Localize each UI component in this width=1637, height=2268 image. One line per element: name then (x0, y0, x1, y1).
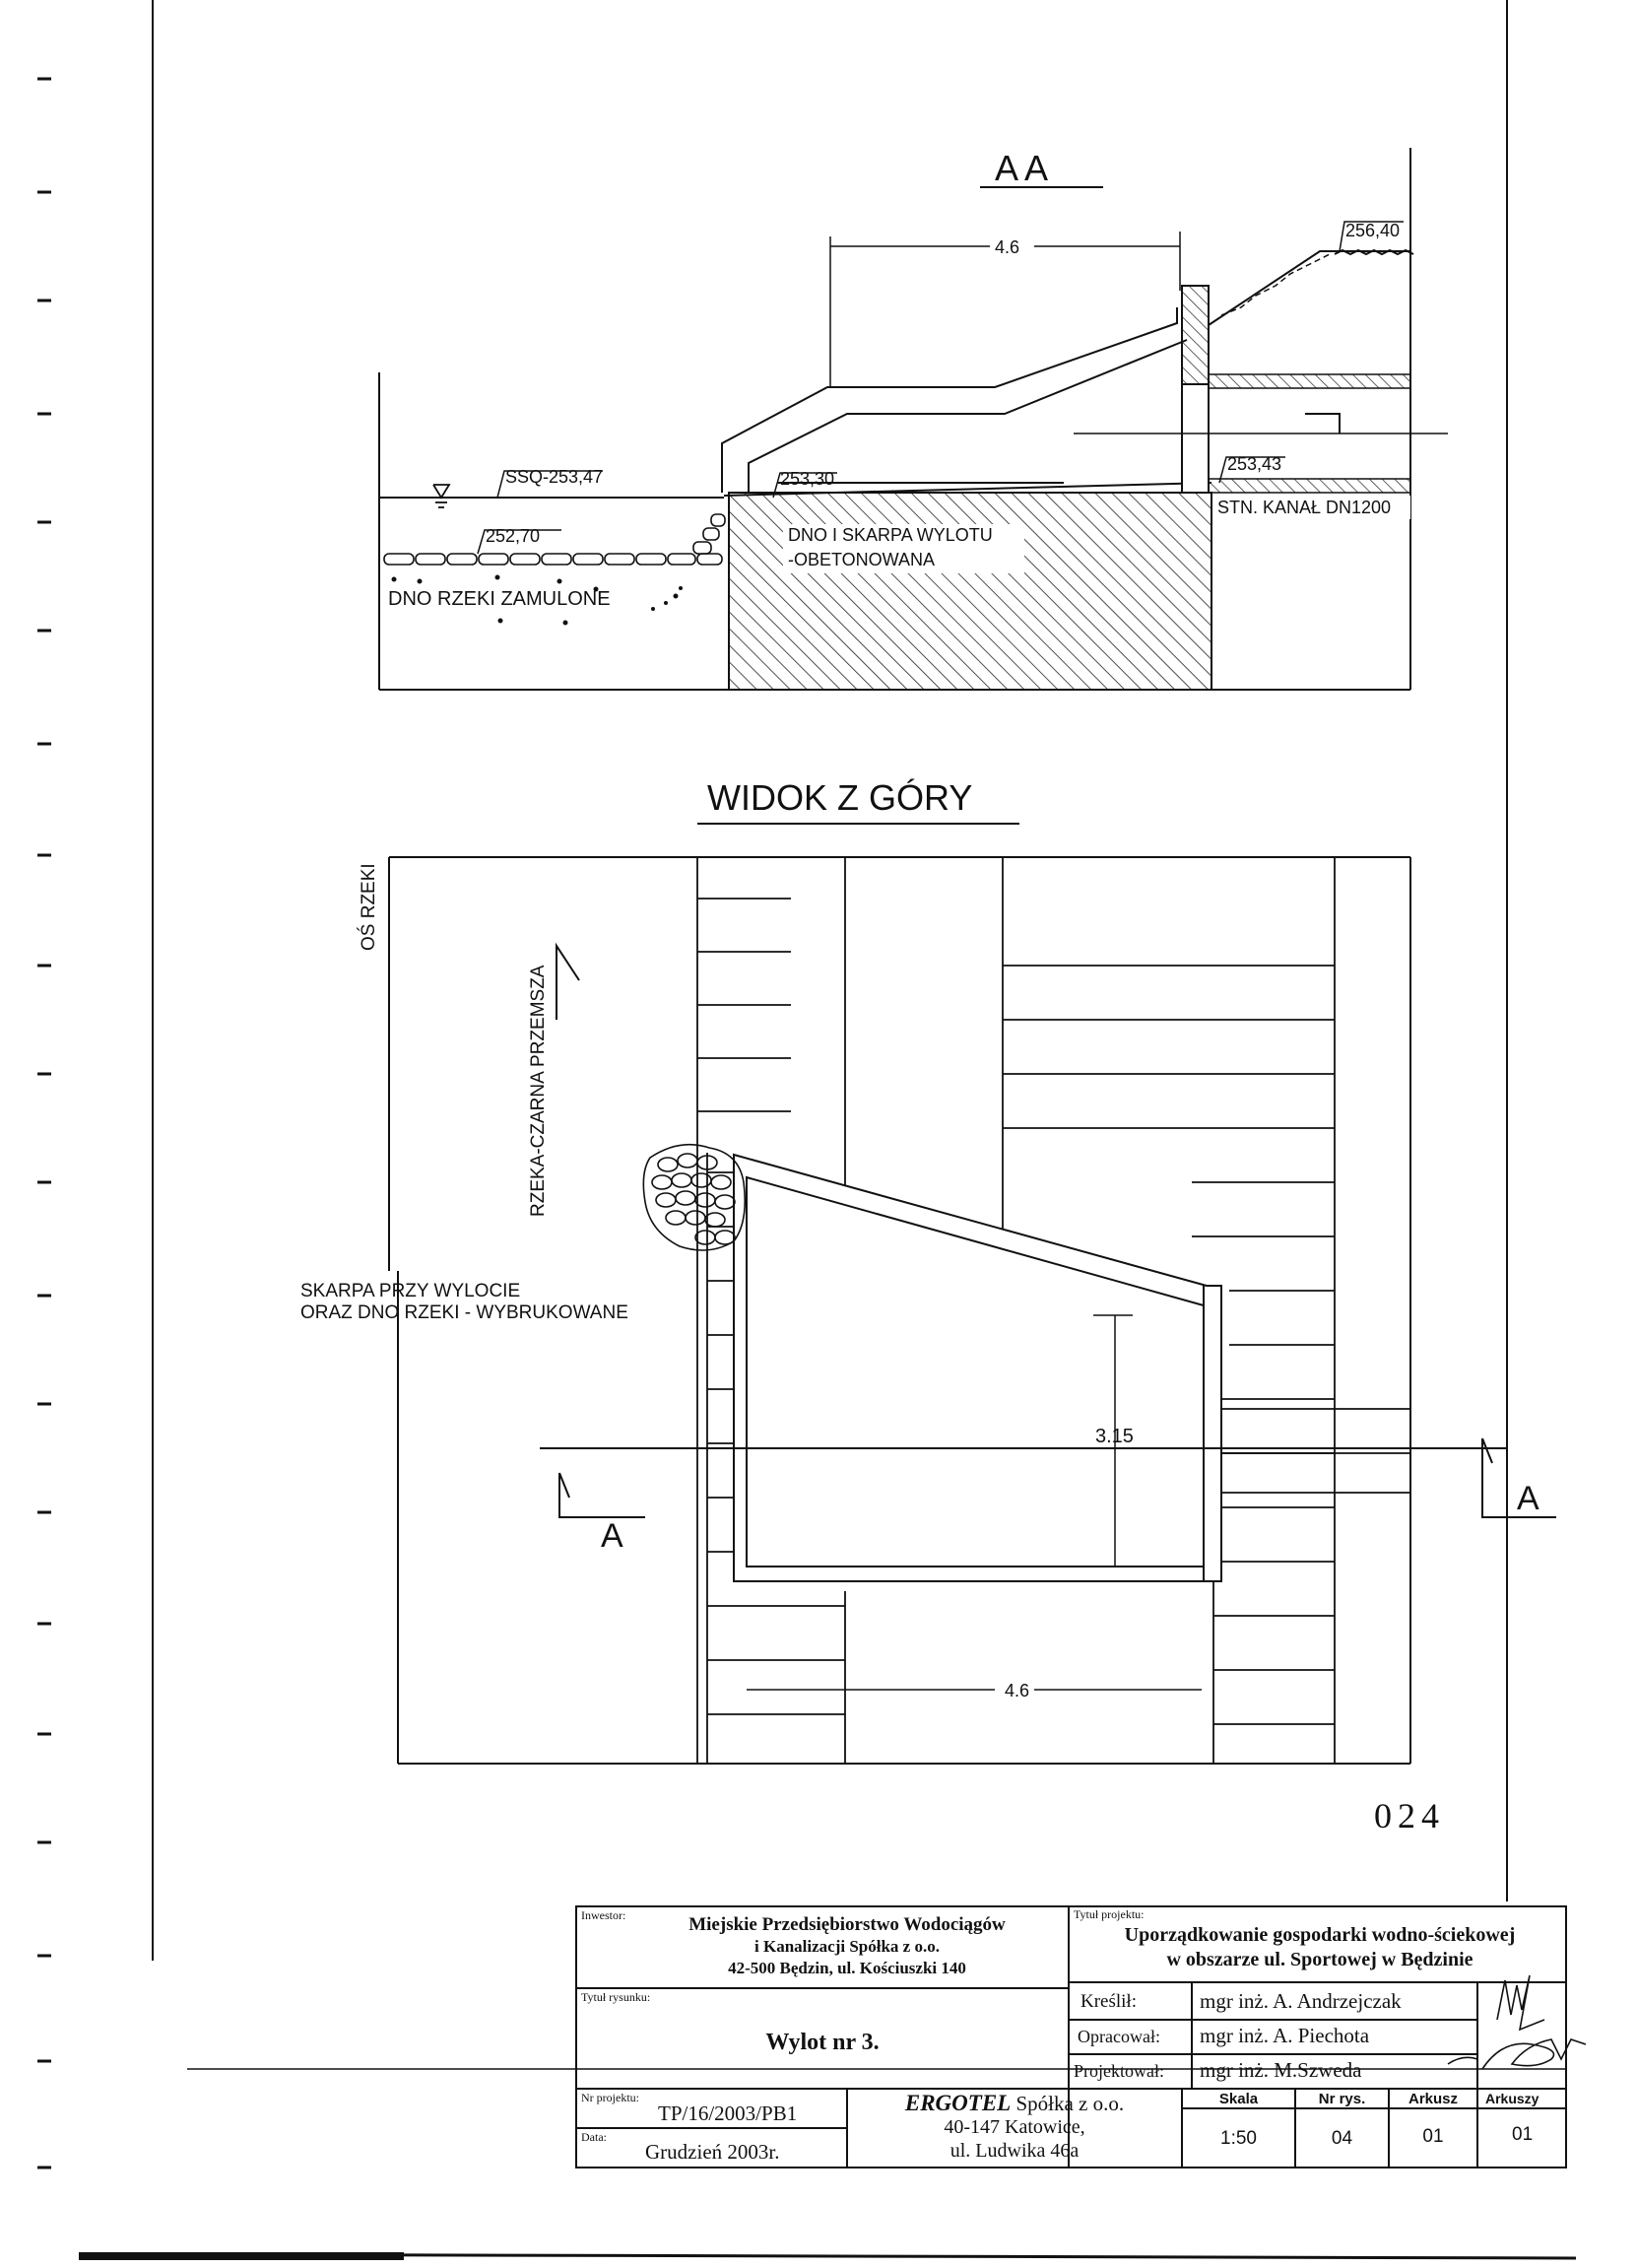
designed-name: mgr inż. M.Szweda (1200, 2058, 1362, 2082)
plan-dim-depth: 3.15 (1095, 1426, 1134, 1447)
sheet-label: Arkusz (1408, 2091, 1459, 2107)
investor-line-2: i Kanalizacji Spółka z o.o. (754, 1937, 940, 1956)
project-title-label: Tytuł projektu: (1074, 1907, 1145, 1921)
plan-dim-width: 4.6 (1005, 1681, 1029, 1701)
signature (1447, 1974, 1587, 2070)
section-mark-right: A (1517, 1480, 1539, 1517)
level-ssq: SSQ-253,47 (505, 467, 603, 487)
prepared-label: Opracował: (1078, 2027, 1160, 2046)
drawing-title: Wylot nr 3. (765, 2030, 880, 2055)
scale-value: 1:50 (1220, 2128, 1257, 2149)
concrete-label-1: DNO I SKARPA WYLOTU (788, 525, 993, 545)
slope-label-1: SKARPA PRZY WYLOCIE (300, 1281, 520, 1301)
project-no: TP/16/2003/PB1 (658, 2101, 798, 2125)
level-outlet: 253,30 (780, 469, 834, 489)
water-level-icon (432, 484, 451, 508)
pipe-wall (1181, 285, 1210, 385)
axis-label: OŚ RZEKI (358, 863, 379, 951)
company: ERGOTEL Spółka z o.o. (849, 2091, 1180, 2116)
section-title: A A (995, 148, 1048, 188)
designed-label: Projektował: (1074, 2061, 1164, 2081)
company-suffix: Spółka z o.o. (1015, 2092, 1125, 2115)
plan-title: WIDOK Z GÓRY (707, 777, 972, 818)
title-block (575, 1905, 1567, 2168)
sheets-value: 01 (1512, 2124, 1534, 2145)
sheet-number: 024 (1374, 1796, 1445, 1835)
investor-line-1: Miejskie Przedsiębiorstwo Wodociągów (688, 1914, 1006, 1935)
flow-arrow-icon (556, 942, 580, 1020)
project-no-label: Nr projektu: (581, 2091, 639, 2104)
plan-stones (642, 1143, 747, 1251)
slope-label-2: ORAZ DNO RZEKI - WYBRUKOWANE (300, 1302, 628, 1323)
date-label: Data: (581, 2130, 607, 2144)
sheet-value: 01 (1422, 2126, 1444, 2147)
investor-label: Inwestor: (581, 1908, 626, 1922)
drawing-no-value: 04 (1331, 2128, 1353, 2149)
company-name: ERGOTEL (904, 2091, 1012, 2115)
drawing-no-label: Nr rys. (1318, 2091, 1366, 2107)
plan-view: WIDOK Z GÓRY (300, 777, 1556, 1765)
date: Grudzień 2003r. (645, 2140, 780, 2164)
company-address-2: ul. Ludwika 46a (949, 2140, 1080, 2162)
drawing-title-label: Tytuł rysunku: (581, 1990, 651, 2004)
section-mark-left: A (601, 1517, 623, 1555)
section-dim-width: 4.6 (995, 237, 1019, 257)
page-frame (79, 0, 1577, 2260)
canal-label: STN. KANAŁ DN1200 (1217, 498, 1391, 517)
riverbed-label: DNO RZEKI ZAMULONE (388, 588, 611, 610)
outlet-plan (733, 1153, 1222, 1582)
riverbed-stones (383, 513, 726, 566)
concrete-label-2: -OBETONOWANA (788, 550, 935, 569)
concrete-block (728, 492, 1212, 691)
scale-label: Skala (1218, 2091, 1259, 2107)
investor-line-3: 42-500 Będzin, ul. Kościuszki 140 (728, 1959, 966, 1977)
level-riverbed: 252,70 (486, 526, 540, 546)
project-title-2: w obszarze ul. Sportowej w Będzinie (1166, 1949, 1473, 1970)
project-title-1: Uporządkowanie gospodarki wodno-ściekowe… (1124, 1924, 1516, 1946)
binder-marks (37, 77, 51, 2169)
drew-name: mgr inż. A. Andrzejczak (1200, 1989, 1402, 2013)
level-top: 256,40 (1345, 221, 1400, 240)
river-label: RZEKA-CZARNA PRZEMSZA (528, 965, 549, 1217)
paving-grid (696, 857, 1410, 1764)
prepared-name: mgr inż. A. Piechota (1200, 2024, 1370, 2047)
section-aa: A A DNO I SKARPA WYLOTU -OBETONOWANA (378, 148, 1448, 691)
company-address-1: 40-147 Katowice, (944, 2116, 1085, 2138)
level-right: 253,43 (1227, 454, 1281, 474)
drew-label: Kreślił: (1080, 1991, 1137, 2012)
sheets-label: Arkuszy (1485, 2091, 1539, 2106)
